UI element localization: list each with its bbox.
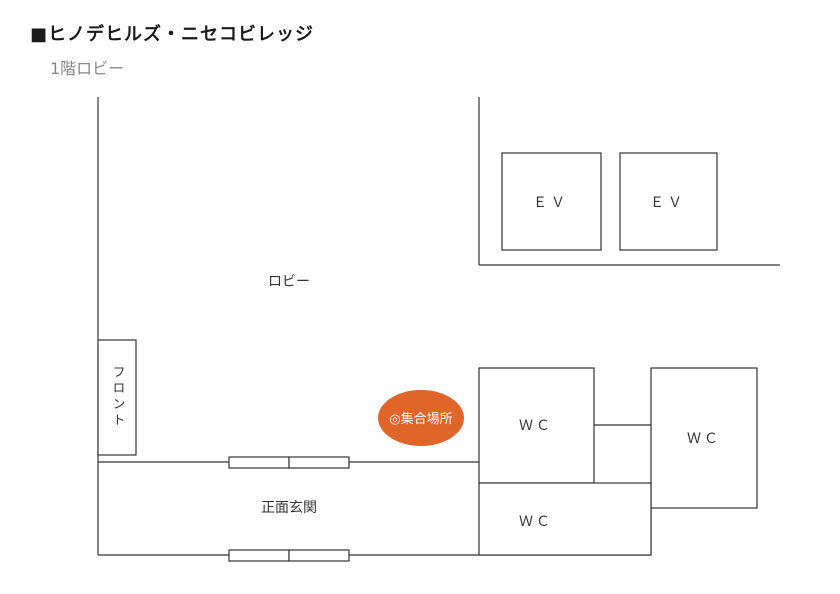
meeting-point-label: ◎集合場所 <box>389 411 452 427</box>
upper-entrance-door <box>228 456 350 469</box>
elevator-1: ＥＶ <box>501 152 602 251</box>
page-title: ■ヒノデヒルズ・ニセコビレッジ <box>30 24 315 45</box>
restroom-2-label: ＷＣ <box>687 431 721 447</box>
lower-entrance-door <box>228 549 350 562</box>
elevator-1-label: ＥＶ <box>533 195 569 211</box>
meeting-point-marker <box>378 390 464 446</box>
restroom-1-label: ＷＣ <box>519 418 553 434</box>
restroom-2: ＷＣ <box>650 367 758 509</box>
restroom-3: ＷＣ <box>478 482 652 556</box>
restroom-1: ＷＣ <box>478 367 595 484</box>
meeting-point: ◎集合場所 <box>378 390 464 446</box>
elevator-2: ＥＶ <box>619 152 718 251</box>
front-desk-label: フロント <box>110 365 125 429</box>
floor-subtitle: 1階ロビー <box>50 59 125 78</box>
elevator-2-label: ＥＶ <box>650 195 686 211</box>
restroom-3-label: ＷＣ <box>519 514 553 530</box>
lobby-label: ロビー <box>268 274 310 290</box>
entrance-label: 正面玄関 <box>261 499 317 516</box>
front-desk: フロント <box>97 339 137 456</box>
